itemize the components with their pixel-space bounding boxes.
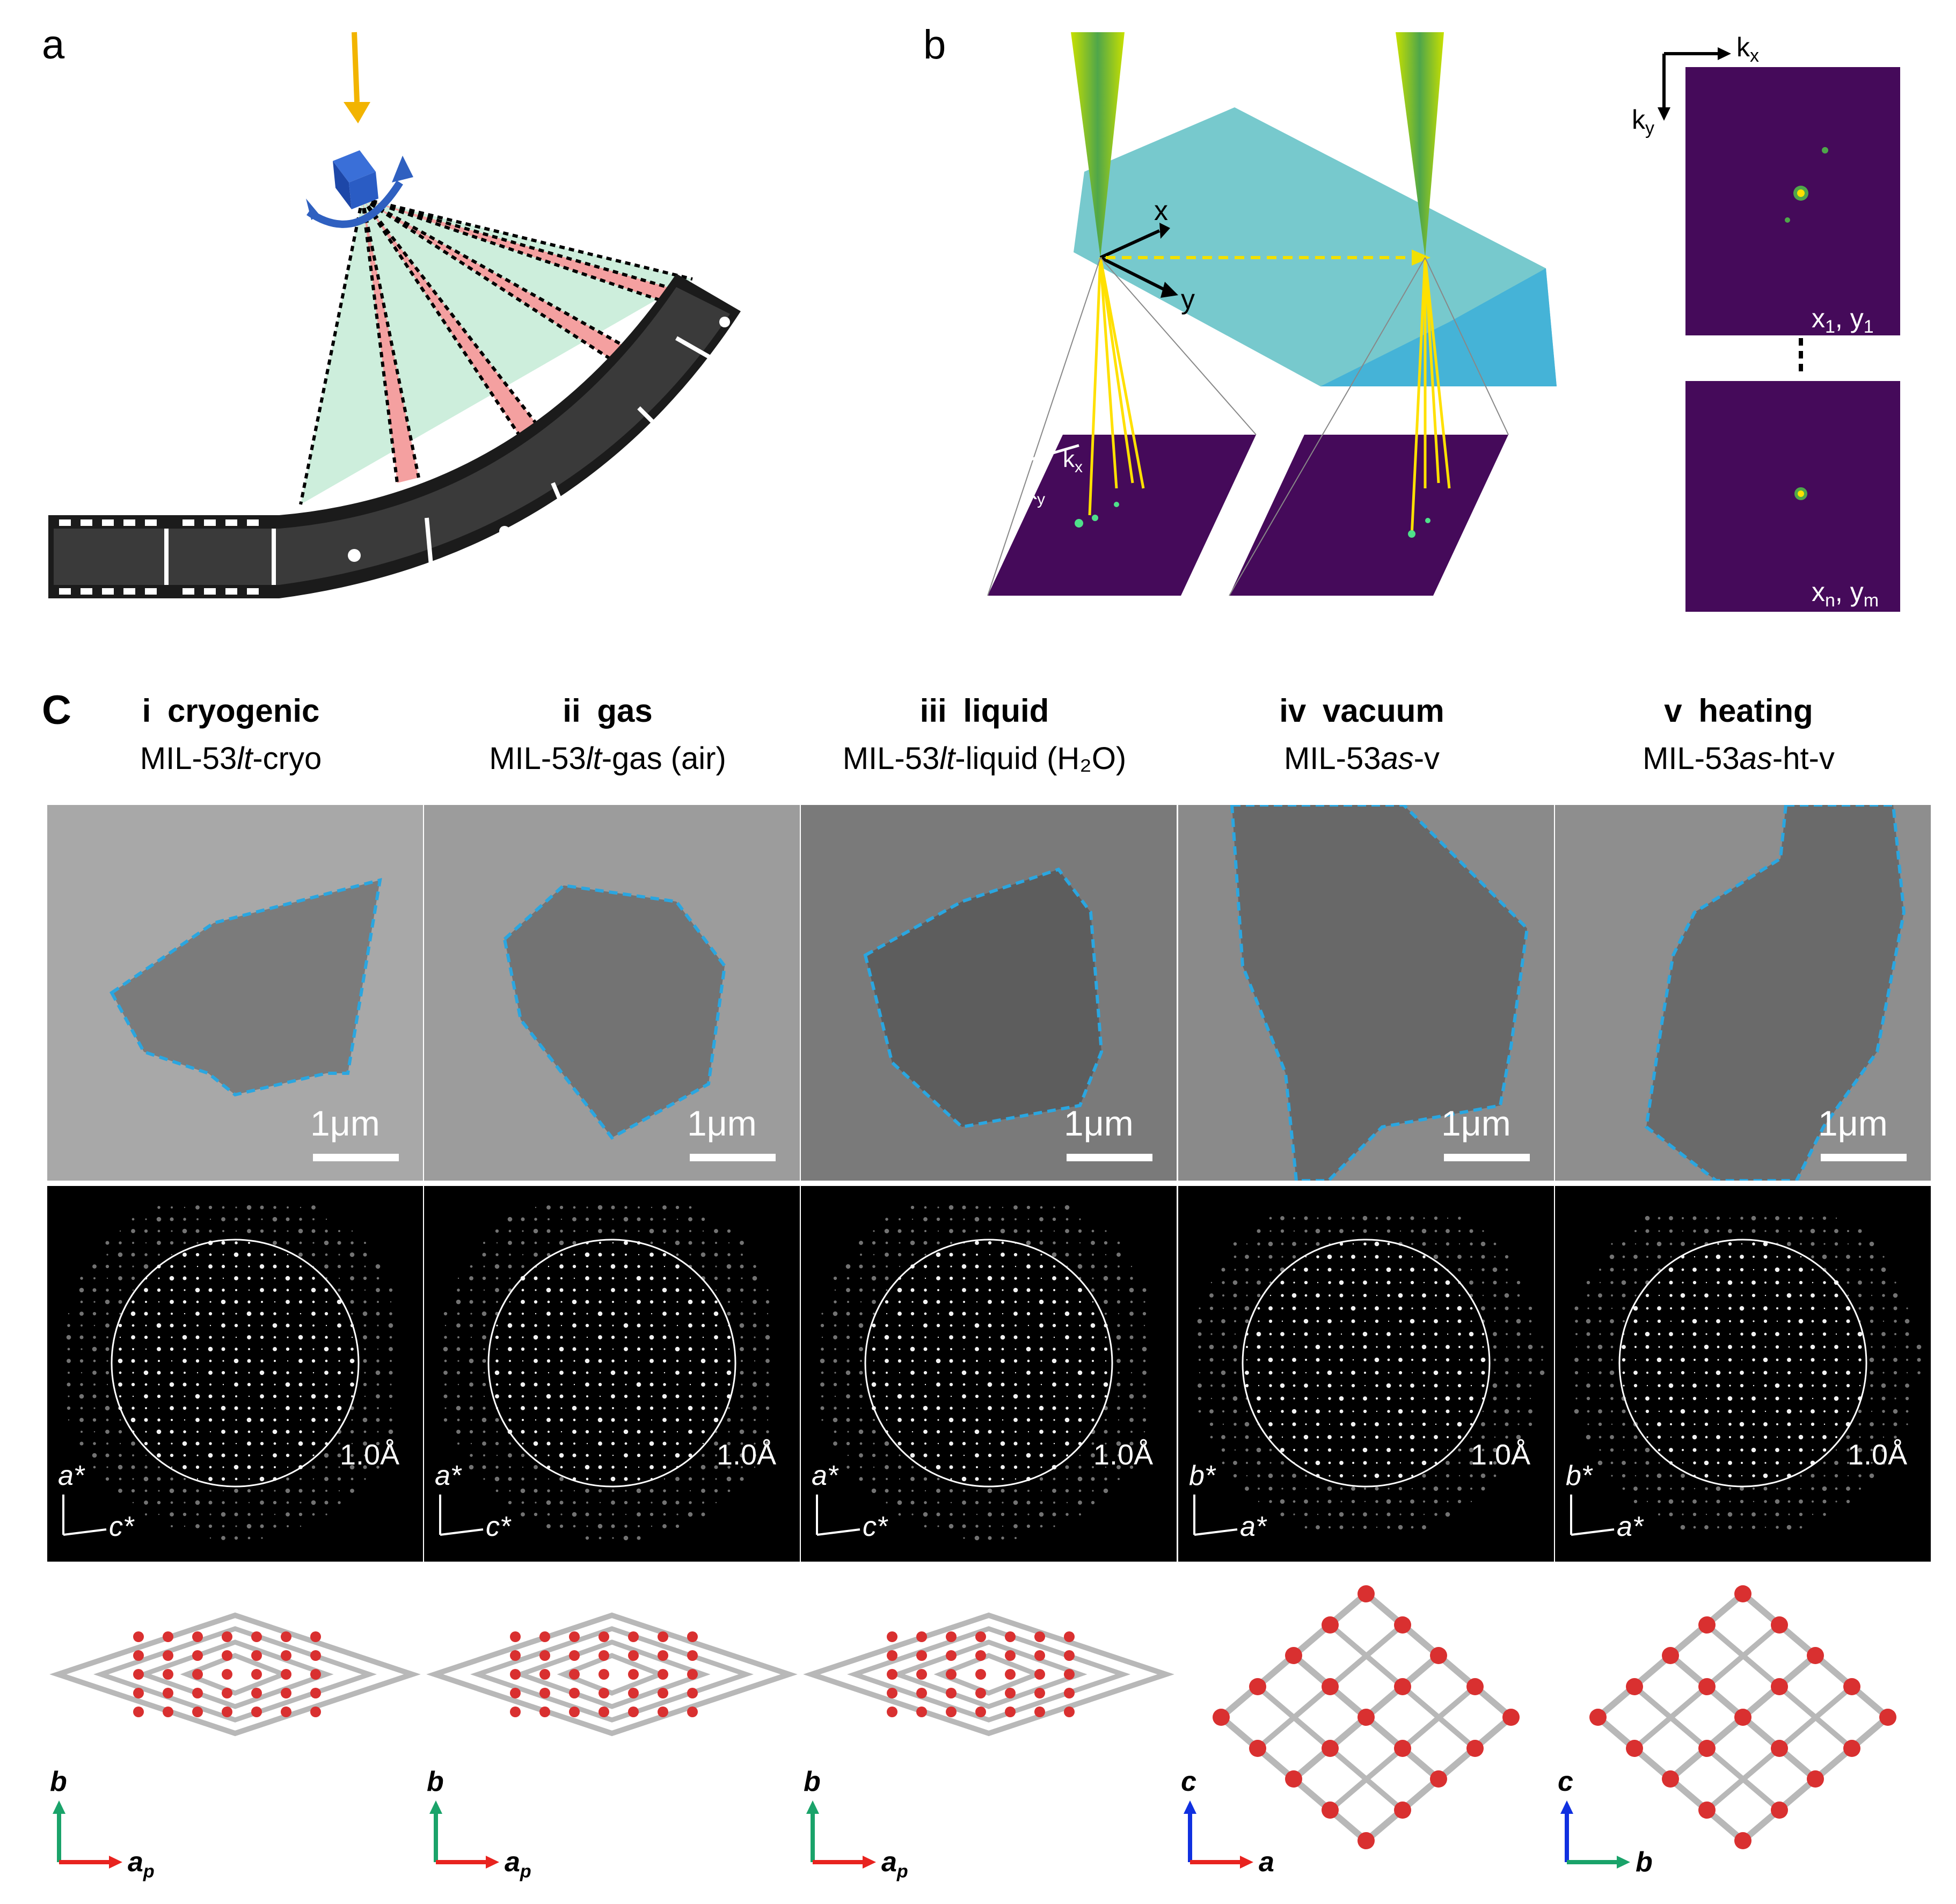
detector-2	[1229, 435, 1508, 596]
reciprocal-axis-right: c*	[863, 1511, 887, 1543]
real-axis-up: b	[427, 1766, 444, 1798]
column-numeral: v	[1664, 693, 1691, 729]
real-axis-right: ap	[881, 1846, 908, 1882]
scale-bar	[1821, 1154, 1907, 1161]
real-space-axes	[53, 1771, 192, 1878]
incident-beam-arrow	[354, 32, 357, 102]
diffraction-pattern	[801, 1186, 1177, 1562]
svg-text:ky: ky	[1632, 105, 1654, 138]
reciprocal-axis-up: a*	[58, 1460, 84, 1492]
panel-b-figure: x y kx ky	[913, 21, 1718, 612]
sample-name: MIL-53as-v	[1174, 741, 1550, 777]
real-axis-right: b	[1636, 1846, 1653, 1878]
pattern-x1-y1	[1685, 67, 1900, 335]
scale-bar-label: 1μm	[1441, 1103, 1511, 1144]
resolution-label: 1.0Å	[1093, 1438, 1153, 1471]
sample-name: MIL-53as-ht-v	[1551, 741, 1926, 777]
diffraction-pattern	[1178, 1186, 1554, 1562]
scale-bar-label: 1μm	[1064, 1103, 1134, 1144]
real-space-axes	[1560, 1771, 1700, 1878]
reciprocal-axis-up: b*	[1189, 1460, 1215, 1492]
sample-name: MIL-53lt-cryo	[43, 741, 419, 777]
real-axis-right: ap	[505, 1846, 531, 1882]
sample-name: MIL-53lt-liquid (H₂O)	[797, 741, 1172, 777]
real-axis-up: b	[50, 1766, 67, 1798]
column-numeral: iv	[1279, 693, 1315, 729]
column-condition: cryogenic	[167, 693, 319, 729]
column-numeral: iii	[920, 693, 956, 729]
real-space-axes	[1184, 1771, 1323, 1878]
diffraction-pattern	[47, 1186, 423, 1562]
real-axis-up: c	[1181, 1766, 1196, 1798]
reciprocal-axis-up: a*	[812, 1460, 838, 1492]
scale-bar	[1444, 1154, 1530, 1161]
column-numeral: ii	[563, 693, 589, 729]
resolution-label: 1.0Å	[340, 1438, 399, 1471]
column-condition: gas	[597, 693, 652, 729]
resolution-label: 1.0Å	[1471, 1438, 1530, 1471]
real-space-axes	[806, 1771, 946, 1878]
reciprocal-axis-right: a*	[1240, 1511, 1266, 1543]
scale-bar	[690, 1154, 776, 1161]
resolution-label: 1.0Å	[1848, 1438, 1907, 1471]
detector-1	[988, 435, 1256, 596]
reciprocal-axis-right: c*	[109, 1511, 134, 1543]
resolution-label: 1.0Å	[717, 1438, 776, 1471]
svg-text:kx: kx	[1736, 32, 1759, 66]
column-title: ii gas	[420, 692, 795, 729]
scale-bar-label: 1μm	[1818, 1103, 1888, 1144]
real-space-axes	[429, 1771, 569, 1878]
panel-b-patterns: kx ky x1, y1 xn, ym	[1621, 21, 1954, 617]
real-axis-right: ap	[128, 1846, 155, 1882]
scale-bar-label: 1μm	[687, 1103, 757, 1144]
diffraction-pattern	[1555, 1186, 1931, 1562]
real-axis-up: c	[1558, 1766, 1573, 1798]
column-condition: heating	[1698, 693, 1813, 729]
axis-y-label: y	[1181, 284, 1195, 315]
reciprocal-axis-right: c*	[486, 1511, 510, 1543]
reciprocal-axis-up: a*	[435, 1460, 461, 1492]
pattern-xn-ym	[1685, 381, 1900, 612]
column-condition: vacuum	[1323, 693, 1444, 729]
diffraction-pattern	[424, 1186, 800, 1562]
real-axis-right: a	[1259, 1846, 1274, 1878]
column-title: iv vacuum	[1174, 692, 1550, 729]
column-title: i cryogenic	[43, 692, 419, 729]
scale-bar	[1067, 1154, 1152, 1161]
reciprocal-axis-up: b*	[1566, 1460, 1592, 1492]
scale-bar	[313, 1154, 399, 1161]
column-title: v heating	[1551, 692, 1926, 729]
sample-name: MIL-53lt-gas (air)	[420, 741, 795, 777]
panel-a-figure	[43, 21, 880, 623]
column-condition: liquid	[963, 693, 1049, 729]
axis-x-label: x	[1154, 195, 1168, 226]
real-axis-up: b	[804, 1766, 821, 1798]
column-title: iii liquid	[797, 692, 1172, 729]
scale-bar-label: 1μm	[310, 1103, 380, 1144]
reciprocal-axis-right: a*	[1617, 1511, 1643, 1543]
column-numeral: i	[142, 693, 160, 729]
